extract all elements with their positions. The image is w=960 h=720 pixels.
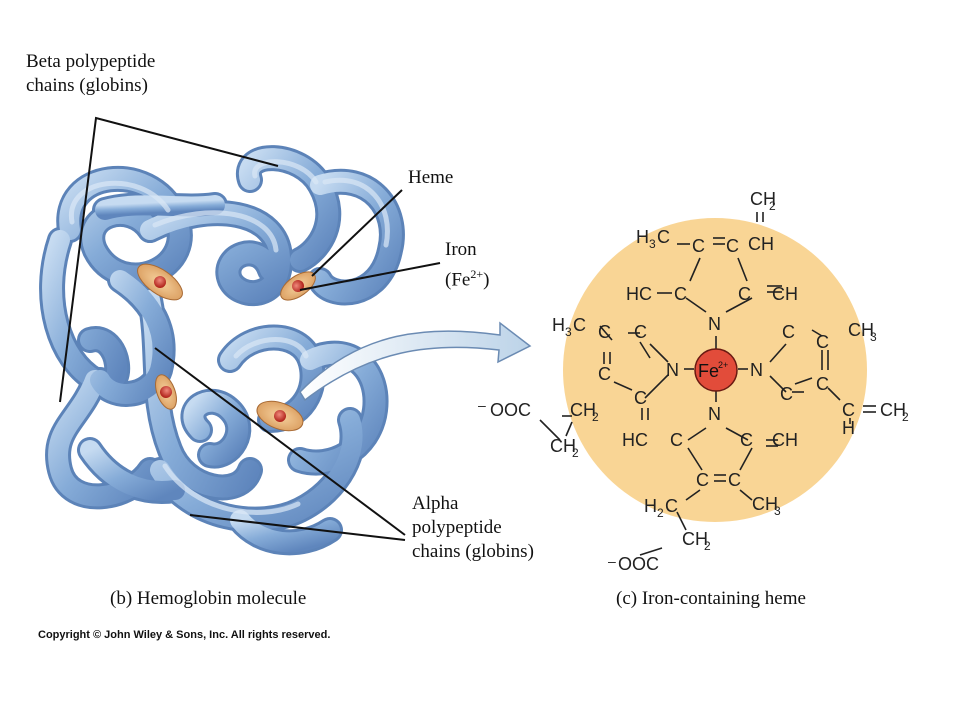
caption-heme: (c) Iron-containing heme [616,588,806,609]
atom-c-1: C [692,236,705,256]
fe-label: Fe [698,361,719,381]
atom-ch2-right: CH [880,400,906,420]
atom-ooc-bottom: OOC [618,554,659,574]
alpha-leader-2 [189,514,406,541]
atom-h-right: H [842,418,855,438]
svg-text:3: 3 [565,325,572,339]
atom-c-11: C [816,374,829,394]
atom-ch2-top: CH [750,189,776,209]
globin-chains [39,145,405,556]
atom-ch-top: CH [748,234,774,254]
heme-disc-1 [137,263,183,301]
atom-c-9: C [782,322,795,342]
svg-text:2: 2 [902,410,909,424]
atom-c-10: C [816,332,829,352]
atom-c-16: C [696,470,709,490]
alpha-label-line3: chains (globins) [412,541,534,562]
atom-n-right: N [750,360,763,380]
svg-text:3: 3 [774,504,781,518]
fe-circle [694,348,738,392]
copyright-notice: Copyright © John Wiley & Sons, Inc. All … [38,629,331,641]
atom-c-14: C [670,430,683,450]
atom-ooc-bottom-minus: – [608,553,616,569]
heme-disc-4 [256,400,304,432]
atom-n-top: N [708,314,721,334]
atom-ch3-bottom: CH [752,494,778,514]
atom-c-12: C [780,384,793,404]
heme-disc-3 [155,374,177,410]
svg-text:2: 2 [572,446,579,460]
zoom-arrow [299,321,532,402]
heme-label: Heme [408,167,454,188]
atom-c-7: C [598,364,611,384]
atom-ch-1: CH [772,284,798,304]
alpha-label-line1: Alpha [412,493,459,514]
iron-atom [154,276,166,288]
atom-c-4: C [738,284,751,304]
svg-text:2: 2 [704,539,711,553]
iron-label-line2: (Fe2+) [445,267,490,291]
atom-n-bottom: N [708,404,721,424]
atom-hc-1: HC [626,284,652,304]
alpha-leader-1 [154,347,406,536]
heme-leader [311,189,403,277]
svg-text:3: 3 [649,237,656,251]
iron-label-line1: Iron [445,239,477,260]
atom-ooc-left: OOC [490,400,531,420]
atom-c-15: C [740,430,753,450]
iron-atom [274,410,286,422]
svg-text:3: 3 [870,330,877,344]
svg-text:2: 2 [592,410,599,424]
iron-leader [299,262,441,291]
atom-ch2-left-1: CH [570,400,596,420]
atom-ch2-left-2: CH [550,436,576,456]
atom-h3c-left: H [552,315,565,335]
svg-text:C: C [573,315,586,335]
atom-h2c-bottom: H [644,496,657,516]
beta-label-line1: Beta polypeptide [26,51,156,72]
alpha-label: Alpha polypeptide chains (globins) [412,492,534,564]
beta-label-line2: chains (globins) [26,75,148,96]
atoms: CH 2 CH H 3 C C C HC C C CH N H 3 C C C … [478,189,909,574]
svg-text:C: C [657,227,670,247]
atom-c-8: C [634,388,647,408]
atom-c-2: C [726,236,739,256]
leader-lines [59,116,441,541]
beta-label: Beta polypeptide chains (globins) [26,50,155,98]
iron-label: Iron (Fe2+) [445,238,489,292]
atom-hc-2: HC [622,430,648,450]
alpha-label-line2: polypeptide [412,517,502,538]
atom-ch3-right: CH [848,320,874,340]
bonds [539,212,876,556]
atom-c-5: C [598,322,611,342]
atom-c-3: C [674,284,687,304]
atom-ooc-left-minus: – [478,397,486,413]
heme-discs [137,263,316,432]
svg-text:C: C [665,496,678,516]
atom-ch-2: CH [772,430,798,450]
fe-charge: 2+ [718,360,728,370]
iron-atom [160,386,172,398]
atom-c-6: C [634,322,647,342]
atom-n-left: N [666,360,679,380]
caption-hemoglobin: (b) Hemoglobin molecule [110,588,307,609]
atom-c-13: C [842,400,855,420]
svg-text:2: 2 [657,506,664,520]
beta-leader [59,116,279,403]
atom-c-17: C [728,470,741,490]
atom-ch2-bottom: CH [682,529,708,549]
svg-text:2: 2 [769,199,776,213]
atom-h3c-top: H [636,227,649,247]
